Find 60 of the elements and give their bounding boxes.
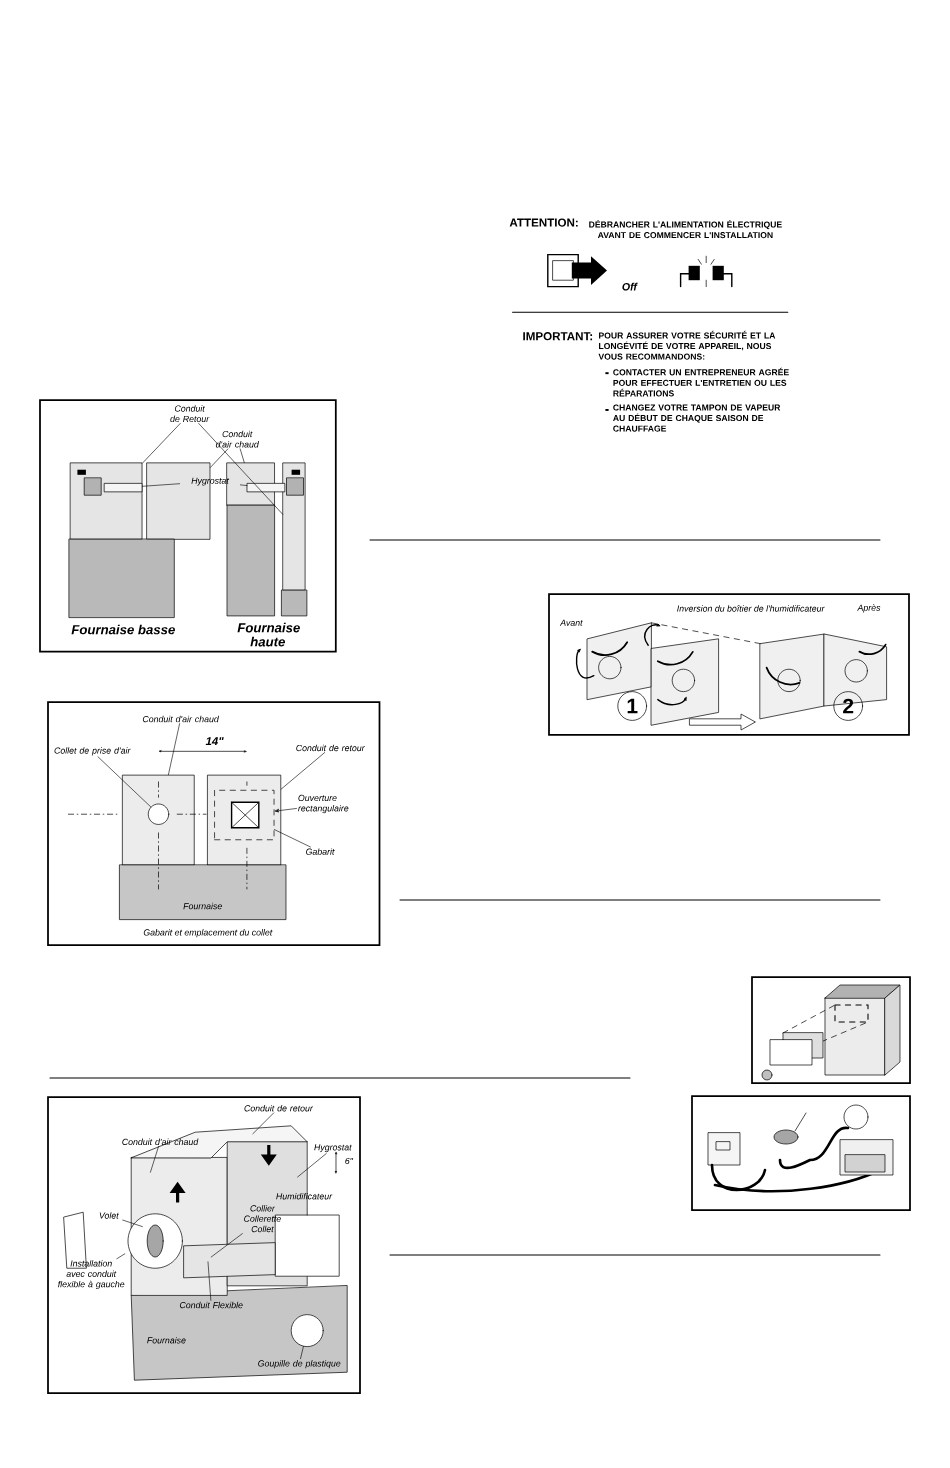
callout-label: Hygrostat: [314, 1144, 352, 1153]
duct-box: [122, 774, 195, 866]
bullet-text: CONTACTER UN ENTREPRENEUR AGRÉE POUR EFFECTUER L'ENTRETIEN OU LES RÉPARATIONS: [613, 367, 789, 397]
callout-label: Collet de prise d'air: [54, 747, 131, 756]
callout-label: Installation avec conduit flexible à gauche: [58, 1260, 125, 1290]
screw-circle: [290, 1314, 324, 1347]
leader-line: [142, 483, 180, 487]
leader-line: [116, 1253, 126, 1260]
template-outline: [214, 789, 275, 841]
callout-label: Conduit de retour: [244, 1105, 314, 1112]
leader-line: [252, 1112, 275, 1135]
leader-line: [280, 752, 325, 790]
bullet-text: CHANGEZ VOTRE TAMPON DE VAPEUR AU DÉBUT DE CHAQUE SAISON DE CHAUFFAGE: [613, 404, 781, 432]
callout-label: Conduit d'air chaud: [215, 430, 259, 448]
figure-label: Fournaise: [183, 902, 222, 910]
leader-line: [274, 829, 311, 848]
leader-line: [300, 1346, 304, 1359]
leader-line: [297, 1153, 327, 1178]
hygrostat-bar: [247, 483, 286, 493]
leader-line: [97, 756, 152, 808]
callout-label: Ouverture rectangulaire: [298, 794, 349, 814]
callout-label: Hygrostat: [191, 477, 230, 486]
figure-caption: Fournaise basse: [71, 624, 175, 635]
warning-heading: IMPORTANT:: [523, 332, 593, 341]
warning-text: DÉBRANCHER L'ALIMENTATION ÉLECTRIQUE AVANT DE COMMENCER L'INSTALLATION: [589, 219, 782, 239]
callout-label: Conduit de Retour: [170, 405, 210, 422]
callout-label: Conduit d'air chaud: [142, 715, 219, 723]
figure-caption: Fournaise haute: [237, 622, 300, 647]
callout-label: Conduit d'air chaud: [122, 1138, 199, 1146]
dimension-label: 6": [344, 1157, 354, 1165]
step-number: 2: [843, 698, 854, 714]
callout-label: Goupille de plastique: [258, 1360, 341, 1369]
leader-line: [168, 723, 180, 776]
callout-label: Collier Collerette Collet: [244, 1205, 281, 1233]
warning-text: POUR ASSURER VOTRE SÉCURITÉ ET LA LONGÉVITÉ DE VOTRE APPAREIL, NOUS VOUS RECOMMANDONS:: [598, 330, 776, 360]
leader-line: [274, 808, 297, 813]
warning-heading: ATTENTION:: [509, 218, 578, 227]
figure-label: Avant: [559, 619, 583, 626]
leader-line: [210, 448, 229, 468]
hygrostat-bar: [104, 483, 143, 493]
dimension-label: 14": [204, 736, 225, 746]
figure-caption: Gabarit et emplacement du collet: [143, 929, 273, 938]
leader-line: [210, 1233, 243, 1258]
leader-line: [142, 423, 181, 464]
figure-label: Après: [857, 604, 881, 613]
leader-line: [240, 484, 248, 486]
leader-line: [122, 1219, 143, 1227]
figure-title: Inversion du boîtier de l'humidificateur: [677, 605, 825, 612]
collar-circle: [147, 803, 170, 825]
figure-label: Fournaise: [147, 1337, 186, 1344]
leader-line: [207, 1261, 212, 1301]
callout-label: Conduit de retour: [296, 744, 365, 752]
leader-line: [239, 448, 245, 463]
leader-line: [150, 1146, 159, 1173]
switch-label: Off: [622, 282, 638, 291]
callout-label: Conduit Flexible: [179, 1301, 243, 1309]
step-number: 1: [627, 698, 638, 714]
callout-label: Volet: [99, 1212, 119, 1219]
figure-label: Humidificateur: [276, 1193, 333, 1200]
callout-label: Gabarit: [306, 848, 335, 855]
